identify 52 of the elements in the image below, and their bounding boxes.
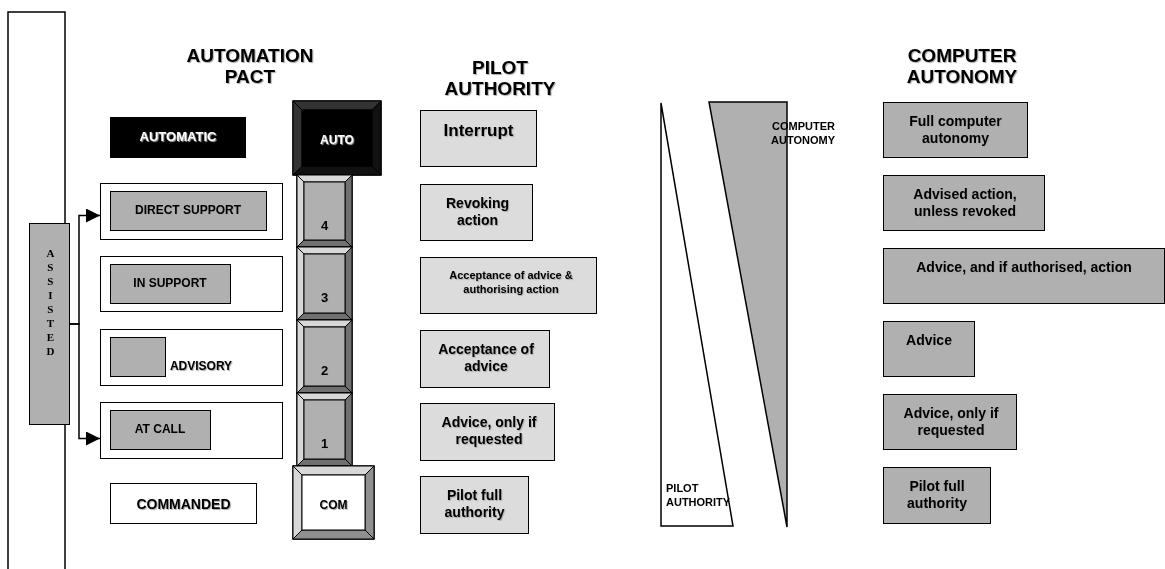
box-label: ADVISORY — [168, 359, 234, 374]
level-frame — [100, 256, 283, 312]
box-label: Acceptance of advice — [437, 341, 535, 375]
autonomy-box — [883, 467, 991, 524]
box-label: IN SUPPORT — [132, 275, 208, 291]
box-label: COMMANDED — [135, 496, 232, 513]
column-heading: AUTOMATION PACT — [185, 45, 315, 87]
mode-box — [109, 409, 211, 450]
authority-box — [420, 330, 550, 388]
box-label: Pilot full authority — [443, 487, 506, 521]
mode-box — [109, 190, 267, 231]
box-label: 1 — [319, 436, 330, 452]
authority-box — [420, 476, 529, 534]
autonomy-box — [883, 394, 1017, 450]
vertical-label: ASSISTED — [46, 246, 55, 358]
bracket-arrow — [69, 323, 101, 446]
autonomy-box — [883, 102, 1028, 158]
box-label: Revoking action — [445, 195, 510, 229]
authority-box — [420, 403, 555, 461]
box-label: 2 — [319, 363, 330, 379]
assisted-bar — [29, 223, 70, 425]
box-label: Interrupt — [442, 121, 515, 141]
level-frame — [100, 183, 283, 240]
box-label: Advice, and if authorised, action — [915, 259, 1133, 276]
authority-box — [420, 257, 597, 314]
mode-box — [110, 117, 246, 158]
box-label: Advice, only if requested — [440, 414, 538, 448]
box-label: Advised action, unless revoked — [912, 186, 1018, 220]
mode-box — [110, 483, 257, 524]
box-label: 3 — [319, 290, 330, 306]
level-frame — [100, 402, 283, 459]
box-label: Full computer autonomy — [908, 113, 1003, 147]
box-label: AUTO — [319, 133, 355, 148]
mode-box — [109, 263, 231, 304]
box-label: AUTOMATIC — [138, 129, 218, 145]
column-heading: COMPUTER AUTONOMY — [905, 45, 1019, 87]
autonomy-box — [883, 248, 1165, 304]
mode-box — [109, 336, 166, 377]
box-label: 4 — [319, 218, 330, 234]
box-label: AT CALL — [133, 421, 187, 437]
autonomy-box — [883, 321, 975, 377]
box-label: Advice, only if requested — [902, 405, 1000, 439]
authority-box — [420, 184, 533, 241]
box-label: Advice — [905, 332, 953, 349]
box-label: DIRECT SUPPORT — [134, 202, 242, 218]
authority-box — [420, 110, 537, 167]
box-label: Acceptance of advice & authorising action — [448, 268, 574, 296]
autonomy-box — [883, 175, 1045, 231]
box-label: COM — [318, 498, 349, 513]
column-heading: PILOT AUTHORITY — [443, 57, 557, 99]
box-label: Pilot full authority — [906, 478, 968, 512]
level-frame — [100, 329, 283, 386]
